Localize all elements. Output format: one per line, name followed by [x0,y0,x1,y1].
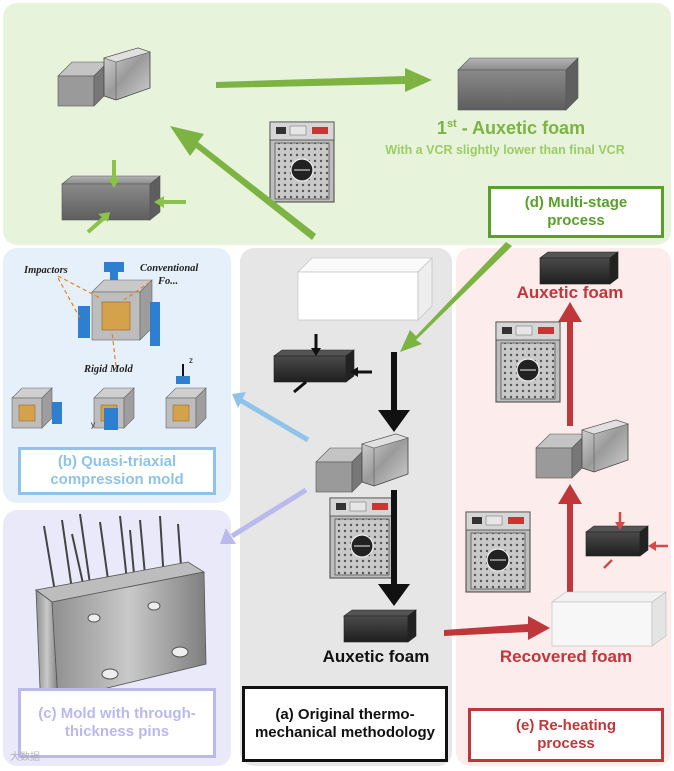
recovered-foam-label: Recovered foam [499,647,633,666]
black-arrow-down-2 [378,490,410,606]
reheating-label: (e) Re-heating process [468,708,664,762]
rigid-mold-label: Rigid Mold [84,364,133,375]
oven-right [495,321,561,403]
compressed-foam-green-arrows [61,160,186,234]
auxetic-foam-right-block [539,251,619,285]
foam-and-tube-center [315,433,409,493]
impactor-2 [104,408,118,430]
red-arrow-up-2 [558,484,582,594]
quasi-triaxial-label: (b) Quasi-triaxial compression mold [18,447,216,495]
green-arrow-down-left [400,242,512,352]
black-arrow-down-1 [378,352,410,432]
multi-stage-label: (d) Multi-stage process [488,186,664,238]
mold-step-1 [11,387,53,429]
foam-and-tube-top-left [57,47,151,107]
axis-y-label: y [91,420,95,429]
red-arrow-right [444,616,550,640]
impactor-3 [176,376,190,384]
mold-step-3 [165,387,207,429]
impactor-1 [52,402,62,424]
auxetic-foam-center-block [343,609,417,643]
oven-right-lower [465,511,531,593]
pin-mold-illustration [35,513,207,701]
original-methodology-label: (a) Original thermo-mechanical methodolo… [242,686,448,762]
red-arrow-up-1 [558,302,582,426]
vcr-note: With a VCR slightly lower than final VCR [385,143,625,157]
first-auxetic-foam-block [457,57,579,111]
blue-arrow [232,392,310,443]
conventional-label: Conventional [140,263,199,274]
axis-z-label: z [189,356,193,365]
green-arrow-up-left [170,126,316,240]
auxetic-foam-right-label: Auxetic foam [516,283,624,302]
panel-reheating [456,248,671,766]
purple-arrow [220,487,308,544]
oven-center [329,497,395,579]
auxetic-foam-center-label: Auxetic foam [322,647,430,666]
oven-top [269,121,335,203]
first-auxetic-foam-title: 1st - Auxetic foam [436,118,586,138]
dark-foam-compression [273,334,372,394]
foam-and-tube-right [535,419,629,479]
white-foam-block [297,257,433,321]
dark-foam-red-arrows [585,512,668,569]
triaxial-mold-illustration [57,262,160,367]
watermark: 大数据 [10,752,40,763]
foam-partial-label: Fo... [158,276,179,287]
green-arrow-right [216,68,432,92]
recovered-foam-block [551,591,667,647]
impactors-label: Impactors [24,265,68,276]
pin-mold-label: (c) Mold with through-thickness pins [18,688,216,758]
